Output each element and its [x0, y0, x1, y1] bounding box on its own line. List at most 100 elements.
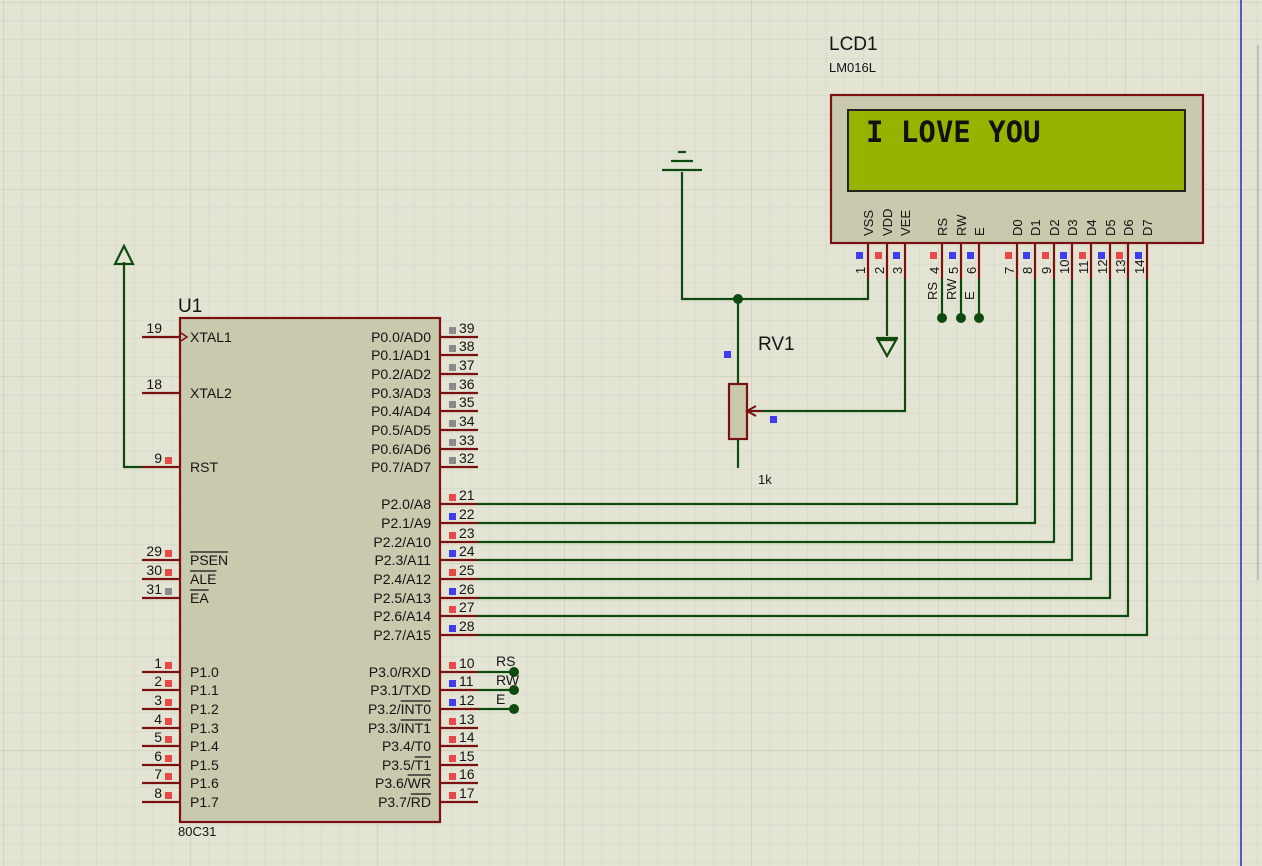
wire-vss-gnd[interactable]	[680, 172, 870, 301]
u1-pin-marker-13	[449, 718, 456, 725]
u1-pin-marker-12	[449, 699, 456, 706]
wire-vee-wiper[interactable]	[750, 279, 907, 413]
lcd-net-label-e[interactable]: E	[962, 291, 977, 300]
terminal-dot-u1-e[interactable]	[509, 704, 519, 714]
u1-pin-number-21: 21	[459, 487, 475, 503]
wire-d4[interactable]	[478, 279, 1093, 581]
u1-pin-number-33: 33	[459, 432, 475, 448]
u1-pin-number-25: 25	[459, 562, 475, 578]
u1-pin-label-36: P0.3/AD3	[371, 385, 431, 401]
terminal-dot-u1-rs[interactable]	[509, 667, 519, 677]
u1-pin-label-25: P2.4/A12	[373, 571, 431, 587]
lcd-pin-marker-1	[856, 252, 863, 259]
u1-pin-label-38: P0.1/AD1	[371, 347, 431, 363]
u1-pin-number-2: 2	[154, 673, 162, 689]
lcd-pin-marker-14	[1135, 252, 1142, 259]
wires	[122, 172, 1149, 711]
u1-pin-number-23: 23	[459, 525, 475, 541]
net-label-rs[interactable]: RS	[496, 653, 515, 669]
lcd-pin-label-rw: RW	[954, 214, 969, 236]
terminal-dot-e[interactable]	[974, 313, 984, 323]
wire-d1[interactable]	[478, 279, 1037, 525]
u1-pin-label-10: P3.0/RXD	[369, 664, 431, 680]
u1-pin-marker-11	[449, 680, 456, 687]
junctions	[509, 294, 984, 714]
u1-pin-number-12: 12	[459, 692, 475, 708]
lcd-net-label-rs[interactable]: RS	[925, 282, 940, 300]
u1-pin-marker-2	[165, 680, 172, 687]
lcd-pin-number-3: 3	[890, 267, 905, 274]
lcd-pin-marker-8	[1023, 252, 1030, 259]
terminal-dot-u1-rw[interactable]	[509, 685, 519, 695]
u1-pin-label-29: PSEN	[190, 552, 228, 568]
lcd-pin-number-5: 5	[946, 267, 961, 274]
terminal-dot-rw[interactable]	[956, 313, 966, 323]
u1-pin-label-39: P0.0/AD0	[371, 329, 431, 345]
ground-terminal-icon[interactable]	[662, 150, 702, 172]
u1-pin-number-5: 5	[154, 729, 162, 745]
lcd-net-label-rw[interactable]: RW	[944, 278, 959, 300]
lcd-pin-number-1: 1	[853, 267, 868, 274]
lcd-pins: VSS1VDD2VEE3RS4RW5E6D07D18D29D310D411D51…	[853, 209, 1155, 279]
power-terminal-icon[interactable]	[113, 243, 135, 266]
u1-pin-marker-38	[449, 345, 456, 352]
u1-pin-number-32: 32	[459, 450, 475, 466]
u1-body[interactable]	[178, 316, 442, 824]
rv1-pin-marker	[724, 351, 731, 358]
lcd-pin-marker-4	[930, 252, 937, 259]
lcd-pin-label-d4: D4	[1084, 219, 1099, 236]
u1-pin-label-5: P1.4	[190, 738, 219, 754]
wire-d3[interactable]	[478, 279, 1074, 562]
rv1-body[interactable]	[727, 382, 749, 441]
wire-d2[interactable]	[478, 279, 1056, 544]
lcd-pin-label-d2: D2	[1047, 219, 1062, 236]
lcd-pin-marker-12	[1098, 252, 1105, 259]
net-label-rw[interactable]: RW	[496, 672, 520, 688]
lcd-pin-label-d5: D5	[1103, 219, 1118, 236]
u1-pin-label-26: P2.5/A13	[373, 590, 431, 606]
u1-pin-label-27: P2.6/A14	[373, 608, 431, 624]
lcd-pin-number-14: 14	[1132, 260, 1147, 274]
u1-pin-label-2: P1.1	[190, 682, 219, 698]
lcd-pin-marker-7	[1005, 252, 1012, 259]
u1-pin-number-38: 38	[459, 338, 475, 354]
power-arrow-down-icon[interactable]	[876, 336, 898, 359]
potentiometer-rv1[interactable]: RV1 1k	[724, 334, 795, 487]
wire-d5[interactable]	[478, 279, 1112, 600]
u1-pin-label-9: RST	[190, 459, 218, 475]
u1-pin-number-7: 7	[154, 766, 162, 782]
u1-right-pins: 39P0.0/AD038P0.1/AD137P0.2/AD236P0.3/AD3…	[368, 320, 478, 810]
u1-pin-number-3: 3	[154, 692, 162, 708]
lcd-pin-number-11: 11	[1076, 261, 1091, 275]
u1-pin-number-19: 19	[146, 320, 162, 336]
u1-pin-marker-21	[449, 494, 456, 501]
wire-d0[interactable]	[478, 279, 1019, 506]
u1-pin-number-34: 34	[459, 413, 475, 429]
u1-pin-label-37: P0.2/AD2	[371, 366, 431, 382]
wire-power-rst[interactable]	[122, 262, 142, 469]
lcd-module[interactable]: LCD1 LM016L I LOVE YOU VSS1VDD2VEE3RS4RW…	[829, 34, 1205, 300]
lcd-pin-label-rs: RS	[935, 218, 950, 236]
wire-d6[interactable]	[478, 279, 1130, 618]
u1-microcontroller[interactable]: U1 80C31 19XTAL118XTAL29RST29PSEN30ALE31…	[142, 296, 478, 839]
u1-pin-number-31: 31	[146, 581, 162, 597]
terminal-dot-rs[interactable]	[937, 313, 947, 323]
lcd-part: LM016L	[829, 60, 876, 75]
u1-pin-number-6: 6	[154, 748, 162, 764]
lcd-pin-label-d0: D0	[1010, 219, 1025, 236]
u1-pin-label-16: P3.6/WR	[375, 775, 431, 791]
net-label-e[interactable]: E	[496, 691, 505, 707]
lcd-display-text: I LOVE YOU	[866, 115, 1041, 149]
u1-pin-marker-17	[449, 792, 456, 799]
lcd-pin-marker-13	[1116, 252, 1123, 259]
u1-pin-marker-39	[449, 327, 456, 334]
u1-part: 80C31	[178, 824, 216, 839]
u1-pin-number-4: 4	[154, 711, 162, 727]
lcd-pin-label-d6: D6	[1121, 219, 1136, 236]
u1-pin-marker-24	[449, 550, 456, 557]
u1-pin-number-36: 36	[459, 376, 475, 392]
wire-d7[interactable]	[478, 279, 1149, 637]
u1-pin-label-19: XTAL1	[190, 329, 232, 345]
u1-pin-number-18: 18	[146, 376, 162, 392]
